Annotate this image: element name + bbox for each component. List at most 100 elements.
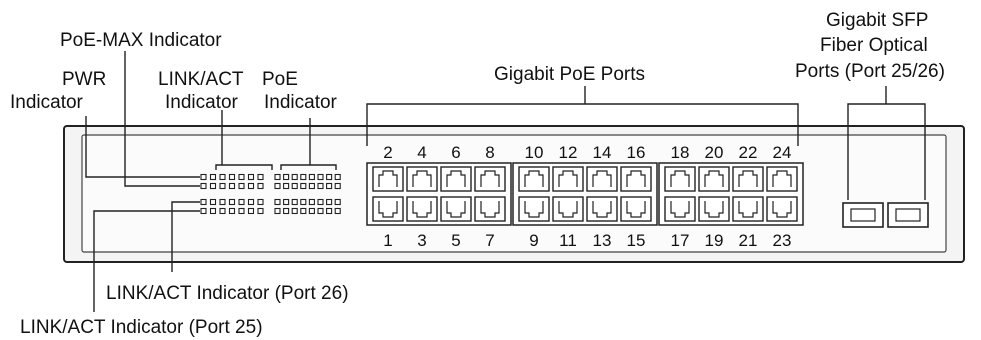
indicator-led (247, 207, 255, 215)
rj45-port (440, 166, 472, 192)
indicator-led (300, 182, 307, 190)
port-number-label: 6 (451, 143, 460, 162)
port-number-label: 10 (525, 143, 544, 162)
indicator-led (219, 182, 226, 190)
indicator-led (291, 207, 298, 215)
rj45-port (552, 166, 584, 192)
indicator-led (228, 182, 236, 190)
indicator-led (291, 182, 298, 190)
indicator-led-grid (200, 173, 341, 215)
indicator-led (238, 173, 245, 181)
poe-max-indicator-label: PoE-MAX Indicator (60, 30, 222, 51)
indicator-led (308, 198, 315, 206)
sfp-label-line1: Gigabit SFP (826, 10, 928, 31)
poe-label-line2: Indicator (264, 92, 338, 113)
rj45-port (620, 196, 652, 222)
rj45-port (664, 196, 696, 222)
indicator-led (200, 173, 207, 181)
rj45-port (698, 196, 730, 222)
indicator-led (300, 173, 307, 181)
indicator-led (257, 182, 264, 190)
port-number-label: 2 (383, 143, 392, 162)
indicator-led (247, 182, 255, 190)
indicator-led (228, 207, 236, 215)
gigabit-poe-port-blocks (366, 162, 804, 226)
rj45-port (440, 196, 472, 222)
indicator-led (283, 198, 290, 206)
indicator-led (283, 182, 290, 190)
sfp-label-line3: Ports (Port 25/26) (795, 61, 945, 82)
rj45-port (664, 166, 696, 192)
indicator-led (308, 173, 315, 181)
rj45-port (518, 196, 550, 222)
port-number-label: 1 (383, 231, 392, 250)
gigabit-poe-ports-label: Gigabit PoE Ports (494, 64, 645, 85)
indicator-led (274, 173, 281, 181)
indicator-led (317, 182, 324, 190)
poe-label-line1: PoE (262, 69, 298, 90)
rj45-port (518, 166, 550, 192)
indicator-led (219, 198, 226, 206)
rj45-port (766, 196, 798, 222)
rj45-port (474, 196, 506, 222)
indicator-led (291, 198, 298, 206)
rj45-port (586, 166, 618, 192)
rj45-port (732, 166, 764, 192)
indicator-led (228, 198, 236, 206)
indicator-led (209, 173, 217, 181)
port-number-label: 21 (739, 231, 758, 250)
leader-lines (85, 51, 926, 312)
port-number-label: 4 (417, 143, 426, 162)
indicator-led (257, 198, 264, 206)
port-number-label: 24 (773, 143, 792, 162)
port-number-label: 13 (593, 231, 612, 250)
indicator-led (238, 207, 245, 215)
pwr-label-line2: Indicator (10, 92, 84, 113)
indicator-led (200, 207, 207, 215)
indicator-led (326, 198, 333, 206)
indicator-led (274, 182, 281, 190)
indicator-led (257, 173, 264, 181)
indicator-led (326, 207, 333, 215)
indicator-led (300, 198, 307, 206)
port-number-label: 18 (671, 143, 690, 162)
indicator-led (326, 182, 333, 190)
indicator-led (209, 198, 217, 206)
port-number-label: 12 (559, 143, 578, 162)
indicator-led (247, 173, 255, 181)
port-number-label: 9 (529, 231, 538, 250)
indicator-led (219, 173, 226, 181)
rj45-port (732, 196, 764, 222)
indicator-led (274, 198, 281, 206)
rj45-port (474, 166, 506, 192)
sfp-port-25 (842, 202, 884, 228)
indicator-led (326, 173, 333, 181)
indicator-led (247, 198, 255, 206)
port-number-label: 23 (773, 231, 792, 250)
port-number-label: 16 (627, 143, 646, 162)
indicator-led (300, 207, 307, 215)
indicator-led (200, 198, 207, 206)
port-number-label: 11 (559, 231, 577, 250)
port-number-label: 20 (705, 143, 724, 162)
port-number-label: 14 (593, 143, 612, 162)
rj45-port (766, 166, 798, 192)
port-number-label: 22 (739, 143, 758, 162)
linkact-label-line2: Indicator (165, 92, 239, 113)
indicator-led (283, 207, 290, 215)
port-number-label: 8 (485, 143, 494, 162)
indicator-led (228, 173, 236, 181)
indicator-led (209, 207, 217, 215)
rj45-port (586, 196, 618, 222)
linkact-port26-label: LINK/ACT Indicator (Port 26) (106, 283, 349, 304)
indicator-led (219, 207, 226, 215)
indicator-led (317, 207, 324, 215)
indicator-led (238, 182, 245, 190)
rj45-port (698, 166, 730, 192)
port-number-label: 5 (451, 231, 460, 250)
indicator-led (334, 182, 341, 190)
port-number-label: 19 (705, 231, 724, 250)
rj45-port (406, 196, 438, 222)
indicator-led (308, 182, 315, 190)
linkact-port25-label: LINK/ACT Indicator (Port 25) (20, 317, 263, 338)
